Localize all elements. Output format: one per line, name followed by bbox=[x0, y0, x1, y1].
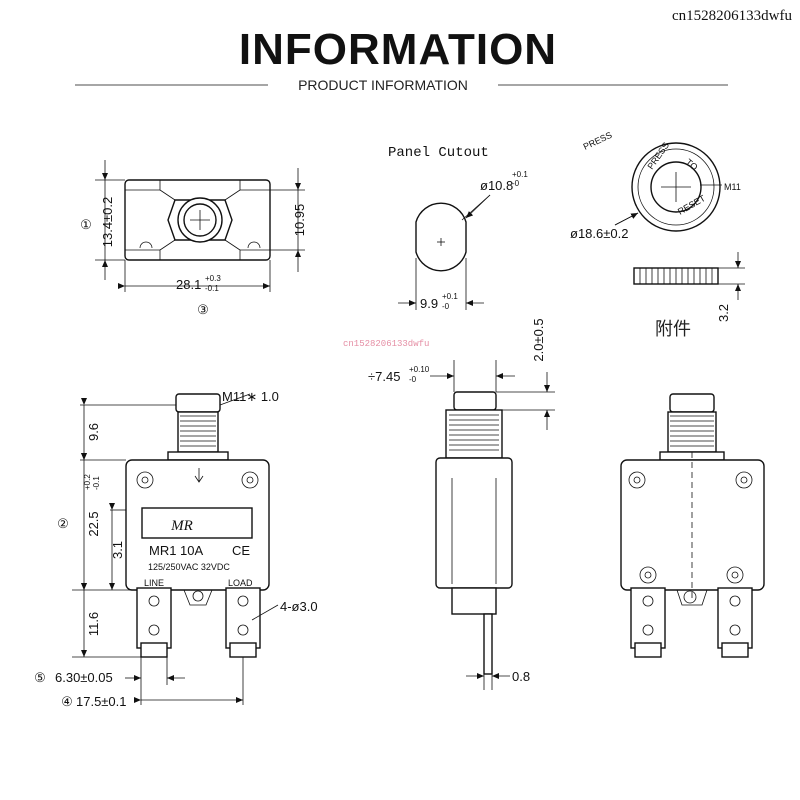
dim-thread-tol-upper: +0.10 bbox=[409, 365, 430, 374]
dim-thread-tol-lower: -0 bbox=[409, 375, 417, 384]
front-view bbox=[72, 393, 279, 705]
watermark-mid: cn1528206133dwfu bbox=[343, 339, 429, 349]
dim-body-tol-lower: -0.1 bbox=[92, 476, 101, 490]
dim-cutout-diameter: ø10.8 bbox=[480, 178, 513, 193]
dim-height: 13.4±0.2 bbox=[100, 197, 115, 248]
dim-cutout-flat-tol-lower: -0 bbox=[442, 302, 450, 311]
front-rating: 125/250VAC 32VDC bbox=[148, 562, 230, 572]
accessory-caption: 附件 bbox=[655, 319, 691, 340]
accessory-nut bbox=[614, 142, 745, 300]
dim-thread-diameter: ÷7.45 bbox=[368, 369, 400, 384]
label-3: ③ bbox=[197, 302, 209, 317]
terminal-load: LOAD bbox=[228, 578, 253, 588]
panel-cutout bbox=[398, 194, 491, 310]
dim-width-tol-upper: +0.3 bbox=[205, 274, 221, 283]
accessory-thread: M11 bbox=[724, 182, 741, 192]
brand-logo: MR bbox=[170, 518, 193, 534]
dim-body-height: 22.5 bbox=[86, 511, 101, 536]
dim-inner: 10.95 bbox=[292, 204, 307, 237]
dim-cutout-flat-tol-upper: +0.1 bbox=[442, 292, 458, 301]
dim-mid-height: 3.1 bbox=[110, 541, 125, 559]
dim-tab-pitch: 17.5±0.1 bbox=[76, 694, 127, 709]
dim-collar: 2.0±0.5 bbox=[531, 318, 546, 361]
front-thread: M11∗ 1.0 bbox=[222, 389, 279, 404]
page-subtitle: PRODUCT INFORMATION bbox=[298, 77, 468, 93]
label-4: ④ bbox=[61, 694, 73, 709]
dim-cutout-flat: 9.9 bbox=[420, 296, 438, 311]
dim-button-height: 9.6 bbox=[86, 423, 101, 441]
text-press: PRESS bbox=[582, 130, 614, 152]
top-view bbox=[95, 160, 305, 292]
dim-tab-thickness: 0.8 bbox=[512, 669, 530, 684]
front-hole: 4-ø3.0 bbox=[280, 599, 318, 614]
panel-cutout-title: Panel Cutout bbox=[388, 145, 489, 161]
watermark-top: cn1528206133dwfu bbox=[672, 8, 792, 24]
back-view bbox=[620, 393, 765, 658]
front-model: MR1 10A bbox=[149, 543, 204, 558]
dim-nut-thickness: 3.2 bbox=[716, 304, 731, 322]
dim-cutout-diameter-tol-upper: +0.1 bbox=[512, 170, 528, 179]
dim-nut-diameter: ø18.6±0.2 bbox=[570, 226, 628, 241]
dim-body-tol-upper: +0.2 bbox=[83, 474, 92, 490]
terminal-line: LINE bbox=[144, 578, 164, 588]
dim-tab-width: 6.30±0.05 bbox=[55, 670, 113, 685]
dim-cutout-diameter-tol-lower: -0 bbox=[512, 179, 520, 188]
page-title: INFORMATION bbox=[239, 25, 557, 74]
dim-width-tol-lower: -0.1 bbox=[205, 284, 219, 293]
label-5: ⑤ bbox=[34, 670, 46, 685]
dim-width: 28.1 bbox=[176, 277, 201, 292]
label-2: ② bbox=[57, 516, 69, 531]
front-ce-mark: CE bbox=[232, 543, 250, 558]
label-1: ① bbox=[80, 217, 92, 232]
dim-terminal-height: 11.6 bbox=[86, 612, 101, 636]
side-view bbox=[430, 360, 555, 690]
